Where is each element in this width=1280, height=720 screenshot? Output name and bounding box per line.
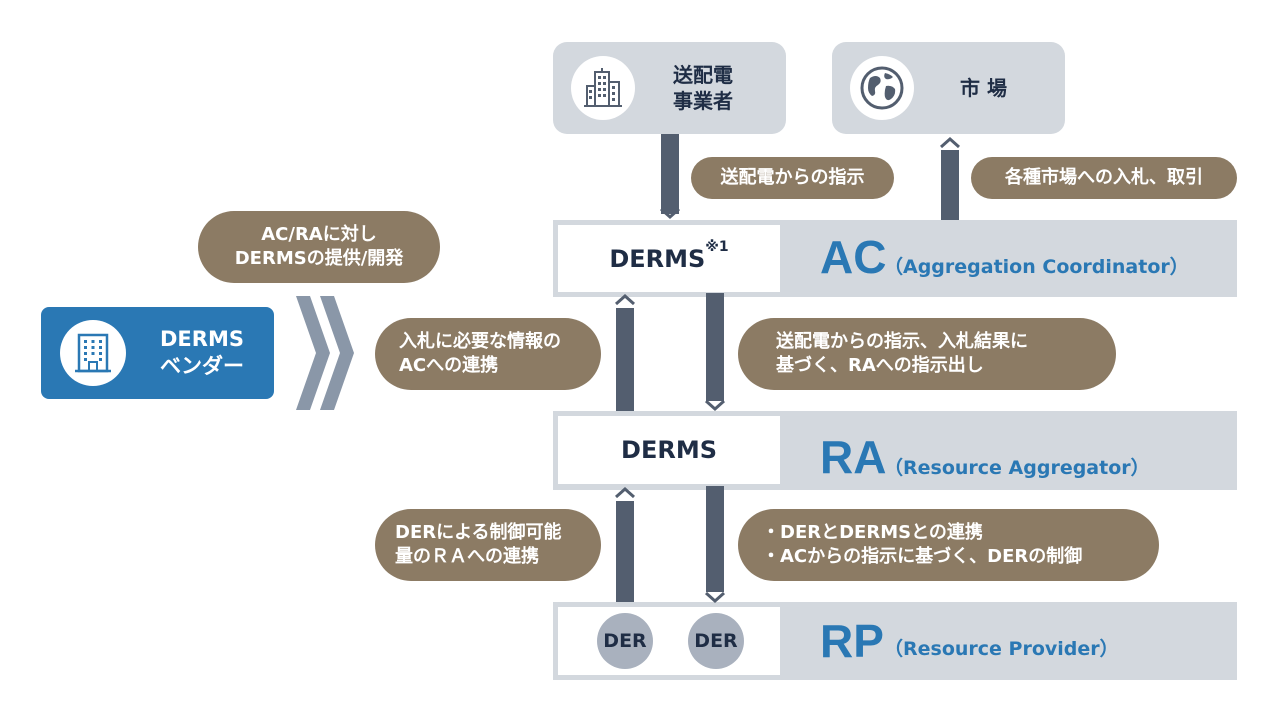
ac-abbr: AC: [820, 231, 887, 283]
transmission-operator-box: 送配電 事業者: [553, 42, 786, 134]
pill-der-capacity: DERによる制御可能 量のＲＡへの連携: [375, 509, 601, 581]
connector-ac-to-market: [941, 150, 959, 220]
ac-derms-note: ※1: [705, 239, 729, 255]
chevron-down-icon: [705, 591, 725, 604]
ra-abbr: RA: [820, 431, 887, 483]
ra-fullname: （Resource Aggregator）: [884, 457, 1150, 479]
chevron-down-icon: [660, 207, 680, 220]
market-label: 市 場: [960, 76, 1007, 100]
globe-icon: [860, 66, 904, 110]
chevron-up-icon: [615, 486, 635, 499]
connector-rp-to-ra: [616, 501, 634, 602]
ac-derms-box: DERMS※1: [558, 225, 780, 292]
pill-der-control: ・DERとDERMSとの連携 ・ACからの指示に基づく、DERの制御: [738, 509, 1159, 581]
chevron-up-icon: [940, 136, 960, 149]
der-circle-1: DER: [597, 613, 653, 669]
rp-der-box: [558, 607, 780, 675]
building-icon: [584, 68, 622, 107]
pill-market-bidding: 各種市場への入札、取引: [971, 157, 1237, 199]
ra-derms-label: DERMS: [621, 436, 717, 464]
derms-vendor-label: DERMS ベンダー: [160, 327, 244, 378]
globe-icon-circle: [850, 56, 914, 120]
ra-derms-box: DERMS: [558, 416, 780, 484]
pill-bid-info: 入札に必要な情報の ACへの連携: [375, 318, 601, 390]
connector-ac-to-ra: [706, 293, 724, 401]
market-box: 市 場: [832, 42, 1065, 134]
connector-ra-to-ac: [616, 308, 634, 411]
der-circle-2: DER: [688, 613, 744, 669]
chevron-up-icon: [615, 293, 635, 306]
ac-fullname: （Aggregation Coordinator）: [884, 256, 1189, 278]
transmission-operator-label: 送配電 事業者: [673, 63, 733, 113]
connector-ra-to-rp: [706, 486, 724, 592]
building-icon-circle: [571, 56, 635, 120]
ac-derms-label: DERMS: [609, 244, 706, 273]
pill-ac-instruction: 送配電からの指示、入札結果に 基づく、RAへの指示出し: [738, 318, 1116, 390]
connector-transmission-to-ac: [661, 134, 679, 214]
derms-vendor-box: DERMS ベンダー: [41, 307, 274, 399]
chevron-down-icon: [705, 399, 725, 412]
office-icon-circle: [60, 320, 126, 386]
pill-vendor-provide: AC/RAに対し DERMSの提供/開発: [198, 211, 440, 283]
rp-abbr: RP: [820, 615, 884, 667]
double-chevron-right-icon: [296, 296, 354, 410]
office-building-icon: [75, 333, 111, 373]
rp-fullname: （Resource Provider）: [884, 638, 1119, 660]
pill-from-transmission: 送配電からの指示: [691, 157, 894, 199]
